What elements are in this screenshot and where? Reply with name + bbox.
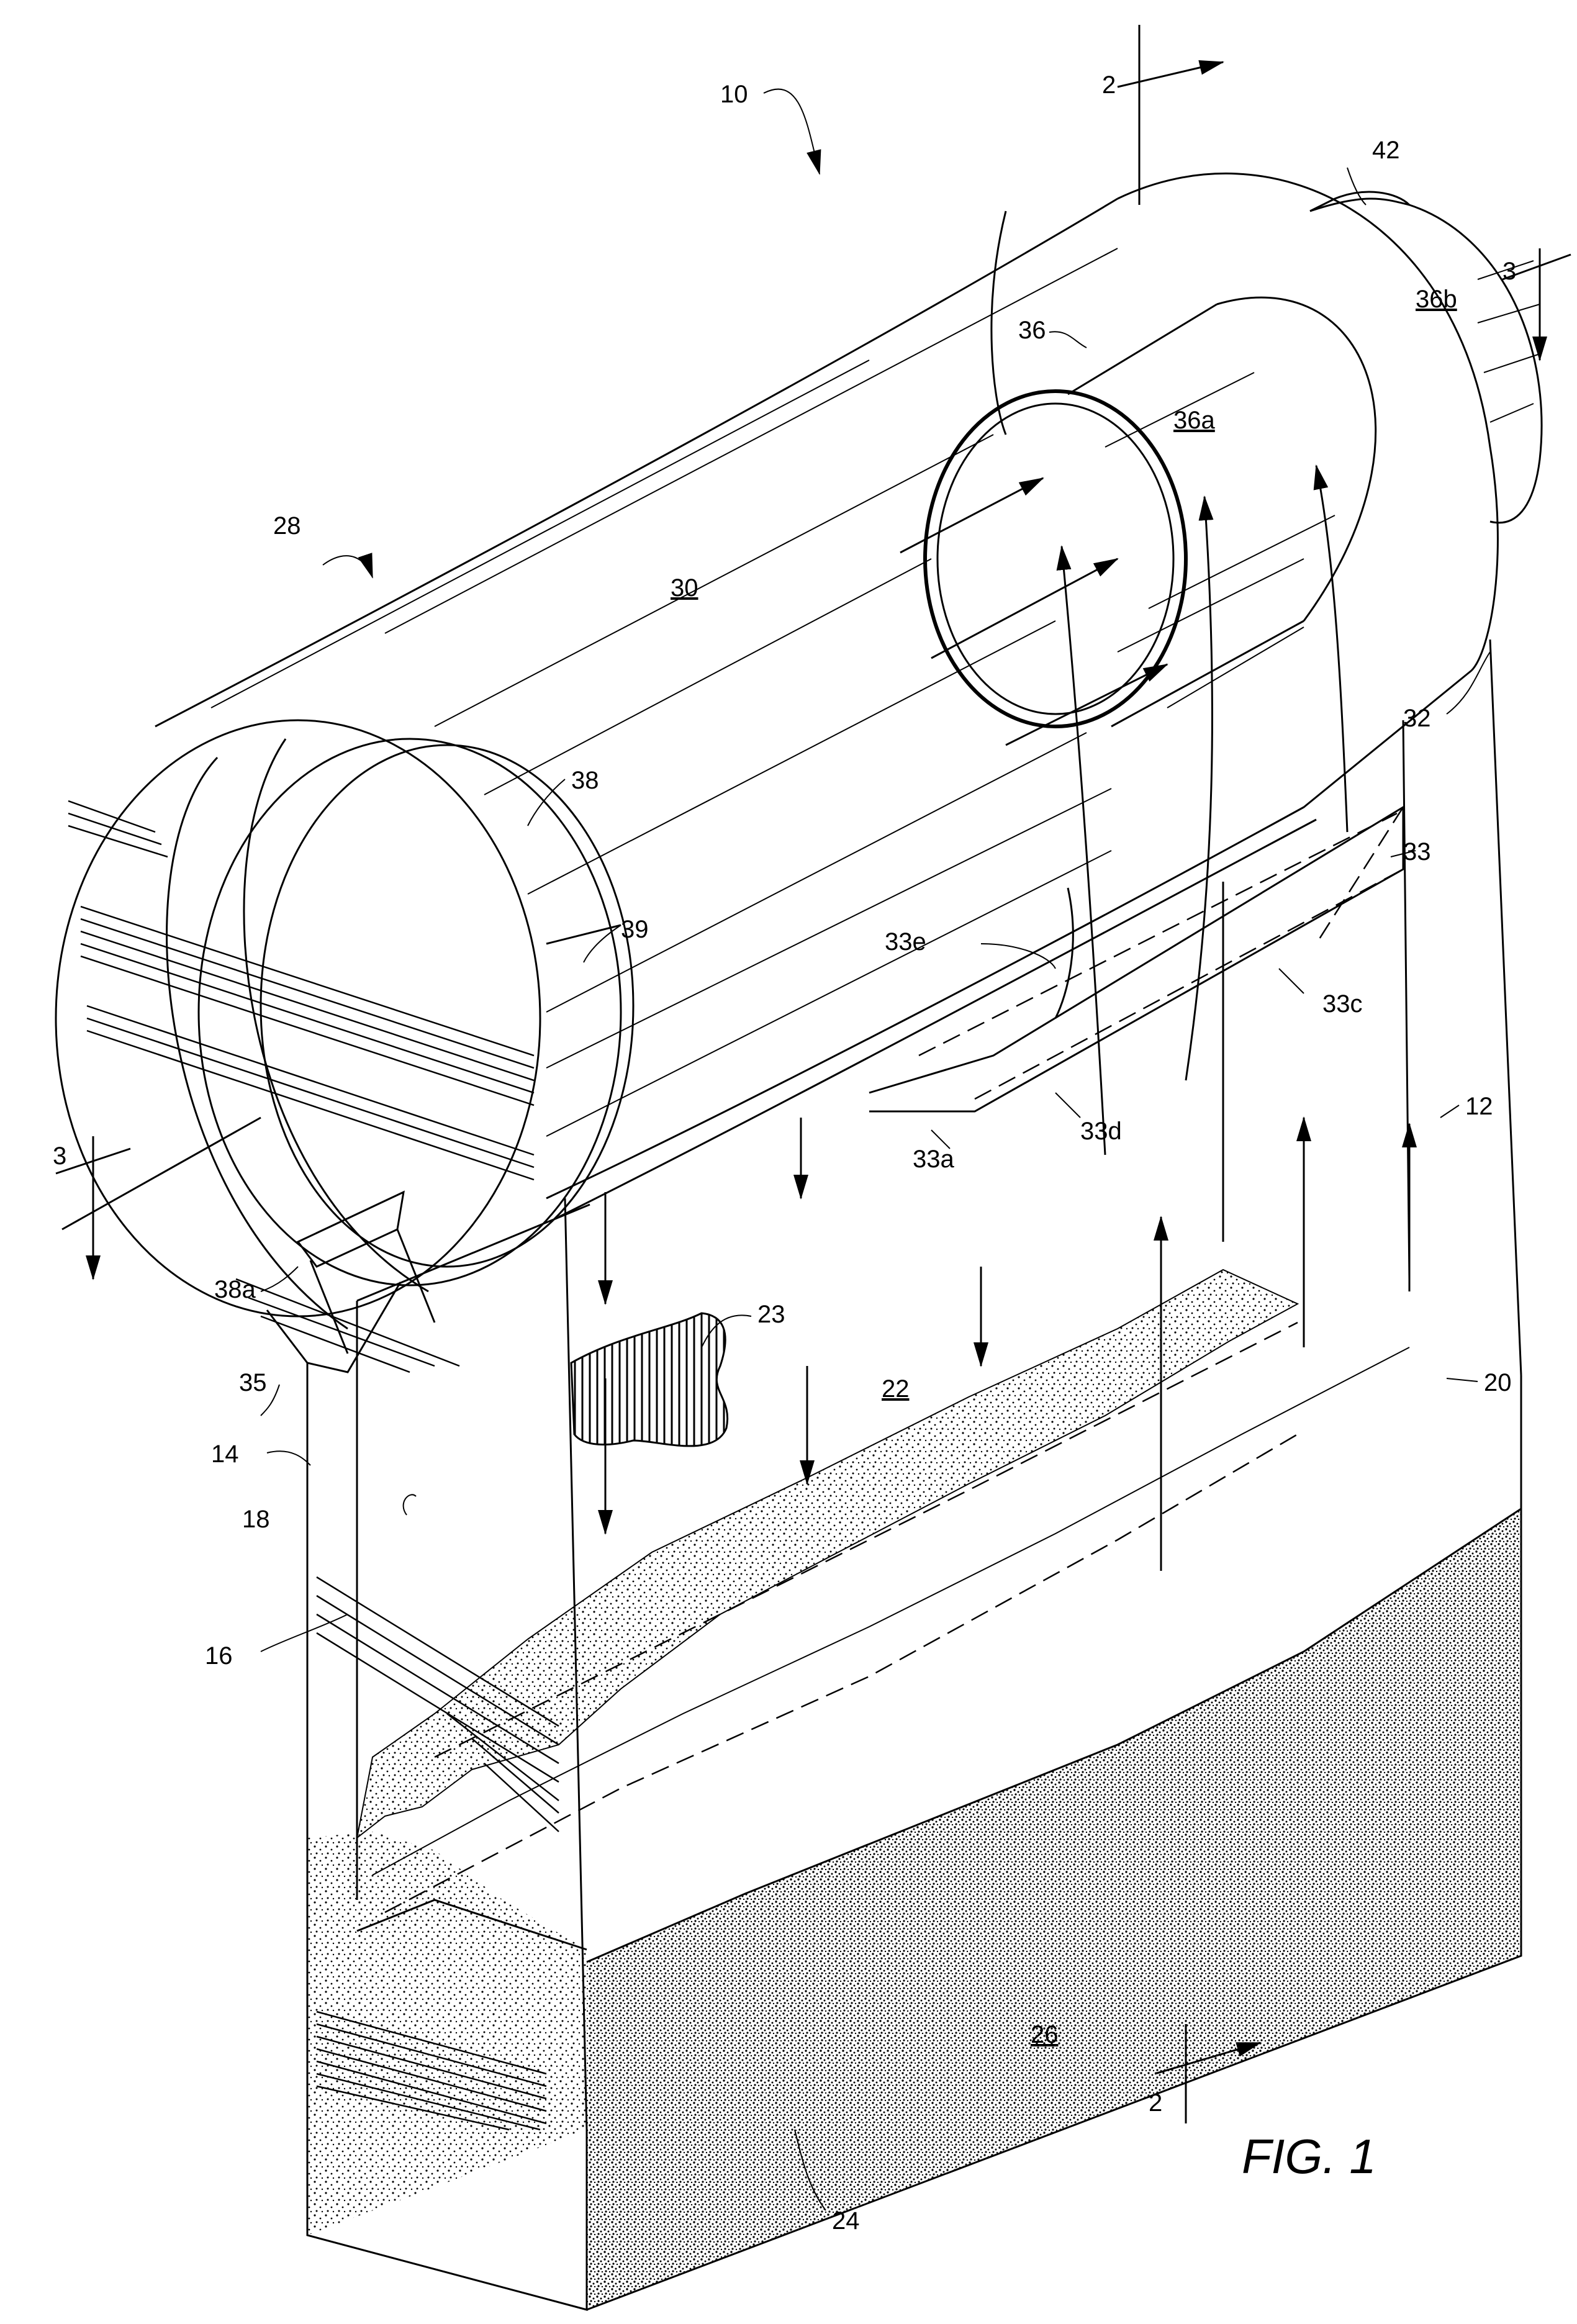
label-20: 20	[1484, 1369, 1512, 1396]
label-36a: 36a	[1173, 407, 1215, 434]
figure-caption: FIG. 1	[1242, 2129, 1376, 2184]
label-33e: 33e	[885, 928, 926, 956]
label-2-bottom: 2	[1149, 2089, 1162, 2117]
label-33c: 33c	[1322, 990, 1363, 1018]
flow-arrow-icon	[931, 559, 1118, 658]
label-33: 33	[1403, 838, 1431, 866]
label-42: 42	[1372, 137, 1400, 164]
section-line-arrow-icon	[1118, 62, 1223, 87]
flow-arrow-icon	[1186, 497, 1212, 1080]
flow-arrow-icon	[1062, 546, 1105, 1155]
label-16: 16	[205, 1642, 233, 1670]
flow-arrows	[62, 466, 1409, 1571]
label-18: 18	[242, 1506, 270, 1533]
cylinder-drum	[56, 173, 1542, 1372]
label-33d: 33d	[1080, 1118, 1122, 1145]
label-33a: 33a	[913, 1146, 954, 1173]
bed-side-dense	[587, 1509, 1521, 2310]
label-38: 38	[571, 767, 599, 794]
label-2-top: 2	[1102, 71, 1116, 99]
label-12: 12	[1465, 1093, 1493, 1120]
label-14: 14	[211, 1440, 239, 1468]
label-28: 28	[273, 512, 301, 540]
label-3-left: 3	[53, 1142, 66, 1170]
label-36: 36	[1018, 317, 1046, 344]
outlet-tube	[925, 261, 1540, 726]
flow-arrow-icon	[1316, 466, 1347, 832]
label-26: 26	[1031, 2021, 1059, 2048]
label-3-top: 3	[1502, 258, 1516, 285]
flow-arrow-icon	[900, 478, 1043, 553]
label-32: 32	[1403, 705, 1431, 732]
label-38a: 38a	[214, 1276, 256, 1303]
label-36b: 36b	[1416, 286, 1457, 313]
label-23: 23	[757, 1301, 785, 1328]
label-22: 22	[882, 1375, 910, 1403]
label-30: 30	[671, 574, 698, 602]
label-10: 10	[720, 81, 748, 108]
label-24: 24	[832, 2207, 860, 2235]
label-35: 35	[239, 1369, 267, 1396]
left-end-hatching	[68, 801, 534, 1372]
media-patch	[571, 1313, 728, 1446]
label-39: 39	[621, 916, 649, 943]
